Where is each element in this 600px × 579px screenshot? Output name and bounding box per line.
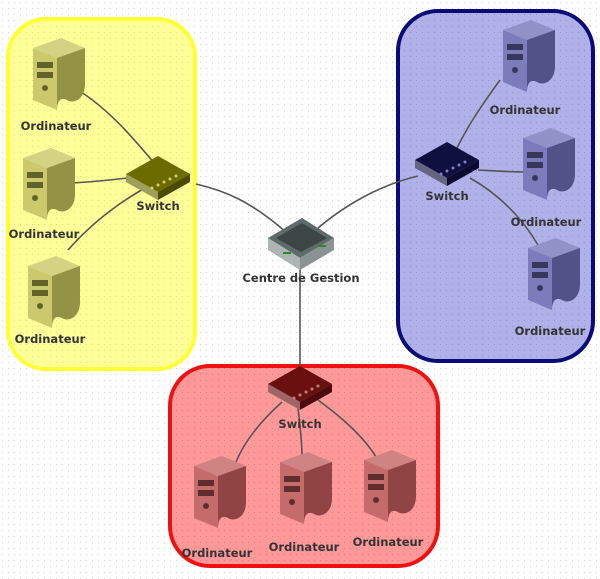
computer-blue-3-icon	[528, 238, 580, 310]
link-yellow-pc2	[71, 177, 129, 184]
computer-red-1-icon	[194, 456, 246, 528]
link-blue-pc3	[469, 177, 539, 246]
computer-red-3-icon	[364, 450, 416, 522]
computer-yellow-2-label: Ordinateur	[9, 227, 80, 241]
switch-yellow-label: Switch	[136, 199, 179, 213]
switch-blue-icon	[415, 142, 479, 186]
computer-blue-2-icon	[523, 128, 575, 200]
computer-blue-3-label: Ordinateur	[515, 324, 586, 338]
computer-yellow-1-label: Ordinateur	[21, 119, 92, 133]
link-blue-pc2	[477, 169, 525, 173]
switch-red-label: Switch	[278, 417, 321, 431]
group-yellow: Switch Ordinateur Ordinateur Ordinateur	[9, 38, 190, 346]
switch-red-icon	[268, 366, 332, 410]
center-server-icon	[268, 218, 334, 270]
link-center-yellow-switch	[195, 183, 288, 234]
link-yellow-pc3	[67, 187, 146, 251]
computer-red-2-label: Ordinateur	[269, 540, 340, 554]
computer-red-3-label: Ordinateur	[353, 535, 424, 549]
computer-red-2-icon	[280, 452, 332, 524]
link-center-blue-switch	[317, 175, 419, 229]
computer-blue-2-label: Ordinateur	[511, 215, 582, 229]
computer-yellow-3-icon	[28, 256, 80, 328]
link-blue-pc1	[455, 79, 501, 151]
group-blue: Switch Ordinateur Ordinateur Ordinateur	[415, 20, 586, 338]
switch-blue-label: Switch	[425, 189, 468, 203]
computer-yellow-3-label: Ordinateur	[15, 332, 86, 346]
computer-yellow-2-icon	[23, 148, 75, 220]
computer-yellow-1-icon	[33, 38, 85, 110]
link-red-pc2	[297, 407, 303, 459]
connections	[67, 79, 539, 463]
computer-blue-1-label: Ordinateur	[490, 103, 561, 117]
group-red: Switch Ordinateur Ordinateur Ordinateur	[182, 366, 424, 560]
center-label: Centre de Gestion	[242, 271, 359, 285]
switch-yellow-icon	[126, 156, 190, 200]
link-red-pc3	[317, 399, 379, 461]
link-red-pc1	[235, 401, 283, 463]
computer-blue-1-icon	[503, 20, 555, 92]
computer-red-1-label: Ordinateur	[182, 546, 253, 560]
